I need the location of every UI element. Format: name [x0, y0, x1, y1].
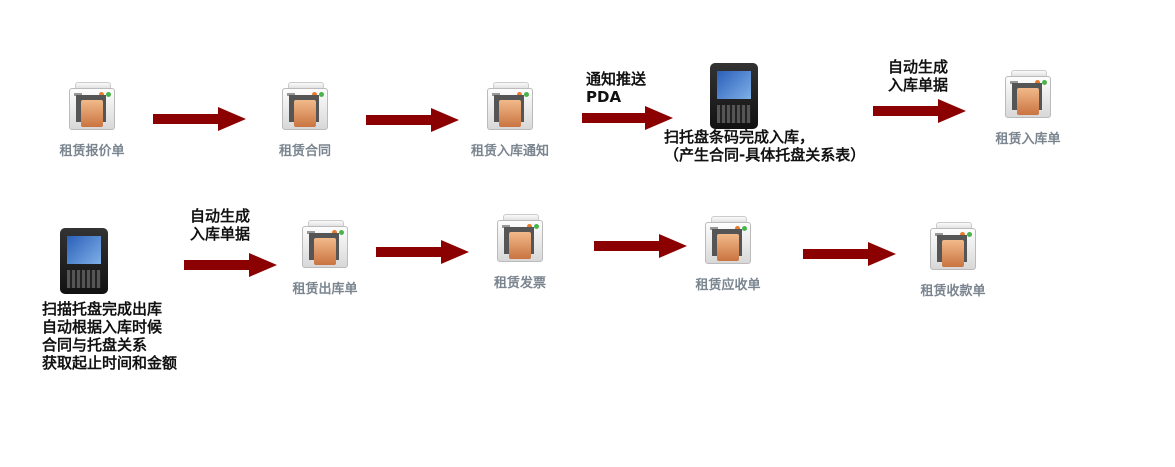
- node-label: 租赁合同: [278, 144, 331, 159]
- arrow: [594, 234, 687, 258]
- note-scan-in: 扫托盘条码完成入库， （产生合同-具体托盘关系表）: [664, 128, 866, 164]
- node-label: 租赁应收单: [695, 278, 761, 293]
- note-auto-in: 自动生成 入库单据: [888, 58, 949, 94]
- arrow: [153, 107, 246, 131]
- node-label: 租赁入库单: [995, 132, 1061, 147]
- warehouse-box-icon: [705, 216, 751, 266]
- node-label: 租赁报价单: [59, 144, 125, 159]
- note-scan-out: 扫描托盘完成出库 自动根据入库时候 合同与托盘关系 获取起止时间和金额: [42, 300, 178, 372]
- node-invoice: 租赁发票: [465, 214, 575, 291]
- node-inbound-notice: 租赁入库通知: [455, 82, 565, 159]
- node-label: 租赁入库通知: [470, 144, 549, 159]
- note-push-pda: 通知推送 PDA: [586, 70, 647, 106]
- warehouse-box-icon: [487, 82, 533, 132]
- note-auto-out: 自动生成 入库单据: [190, 207, 251, 243]
- warehouse-box-icon: [282, 82, 328, 132]
- node-inbound-order: 租赁入库单: [973, 70, 1083, 147]
- warehouse-box-icon: [302, 220, 348, 270]
- arrow: [873, 99, 966, 123]
- arrow: [803, 242, 896, 266]
- pda-device-icon: [60, 228, 108, 294]
- node-contract: 租赁合同: [250, 82, 360, 159]
- arrow: [582, 106, 673, 130]
- pda-device-icon: [710, 63, 758, 129]
- warehouse-box-icon: [930, 222, 976, 272]
- node-label: 租赁收款单: [920, 284, 986, 299]
- arrow: [184, 253, 277, 277]
- node-outbound-order: 租赁出库单: [270, 220, 380, 297]
- node-label: 租赁发票: [493, 276, 546, 291]
- arrow: [376, 240, 469, 264]
- warehouse-box-icon: [69, 82, 115, 132]
- arrow: [366, 108, 459, 132]
- node-label: 租赁出库单: [292, 282, 358, 297]
- warehouse-box-icon: [1005, 70, 1051, 120]
- warehouse-box-icon: [497, 214, 543, 264]
- node-receipt: 租赁收款单: [898, 222, 1008, 299]
- node-quote: 租赁报价单: [37, 82, 147, 159]
- node-receivable: 租赁应收单: [673, 216, 783, 293]
